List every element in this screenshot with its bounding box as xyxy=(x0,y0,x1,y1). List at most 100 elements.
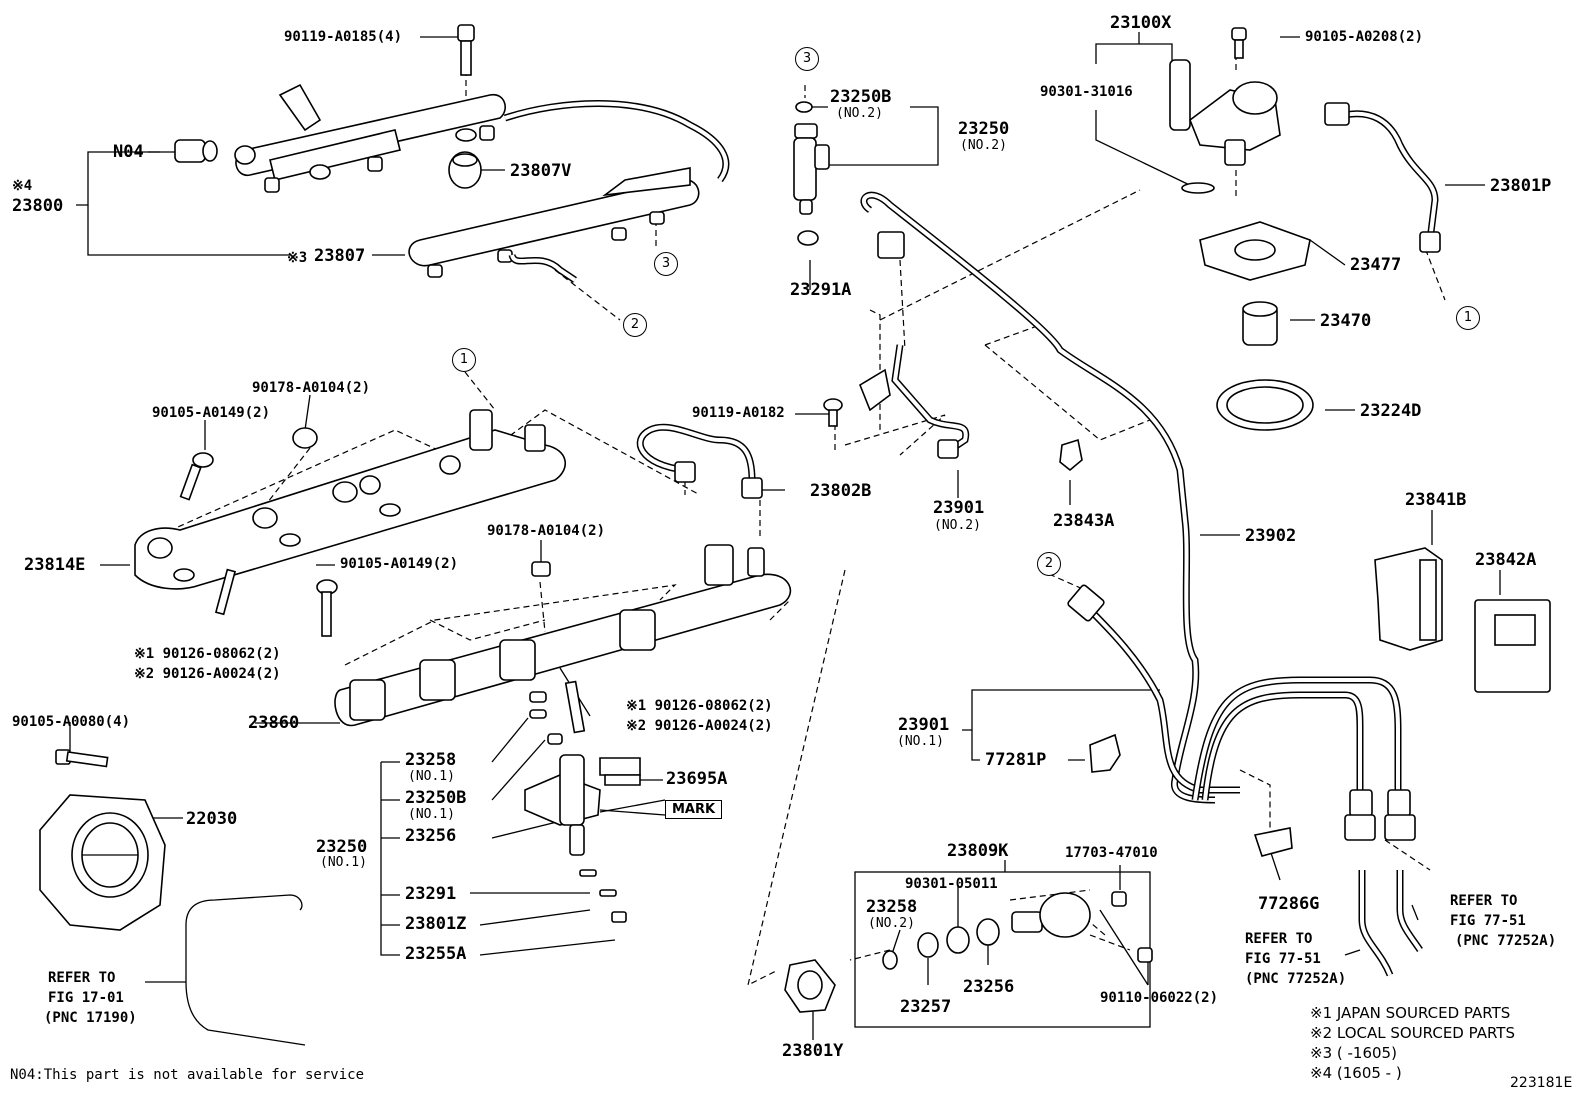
label-90105-A0208: 90105-A0208(2) xyxy=(1305,29,1424,45)
note-local-sourced: ※2 LOCAL SOURCED PARTS xyxy=(1310,1024,1515,1042)
callout-1-right: 1 xyxy=(1456,306,1480,330)
bracket-23841B xyxy=(1374,547,1443,651)
label-23902: 23902 xyxy=(1245,526,1297,546)
label-23256-a: 23256 xyxy=(405,826,457,846)
label-23800: 23800 xyxy=(12,196,64,216)
label-23802B: 23802B xyxy=(810,481,872,501)
label-refer-77a: REFER TO xyxy=(1245,931,1313,947)
label-90105-A0149-a: 90105-A0149(2) xyxy=(152,405,271,421)
label-23801Y: 23801Y xyxy=(782,1041,844,1061)
label-90110-06022: 90110-06022(2) xyxy=(1100,990,1219,1006)
label-23250B-no1: 23250B xyxy=(405,788,467,808)
callout-3-top: 3 xyxy=(795,47,819,71)
label-23901-no2: 23901 xyxy=(933,498,985,518)
label-90105-A0149-b: 90105-A0149(2) xyxy=(340,556,459,572)
label-90301-31016: 90301-31016 xyxy=(1040,84,1133,100)
label-23250B-no2: 23250B xyxy=(830,87,892,107)
note-mark-4: ※4 (1605 - ) xyxy=(1310,1064,1402,1082)
label-23801Z: 23801Z xyxy=(405,914,467,934)
label-23470: 23470 xyxy=(1320,311,1372,331)
label-23250-no2-sub: (NO.2) xyxy=(960,138,1007,153)
label-23258-no1: 23258 xyxy=(405,750,457,770)
label-23100X: 23100X xyxy=(1110,13,1172,33)
bolt-90119-A0182 xyxy=(823,398,843,427)
label-23257: 23257 xyxy=(900,997,952,1017)
gasket-23477 xyxy=(1199,221,1311,281)
label-23841B: 23841B xyxy=(1405,490,1467,510)
bolt-90105-A0149-b xyxy=(316,579,338,637)
label-23807V: 23807V xyxy=(510,161,572,181)
clamp-23843A xyxy=(1059,438,1083,472)
label-23842A: 23842A xyxy=(1475,550,1537,570)
note-mark-3: ※3 ( -1605) xyxy=(1310,1044,1397,1062)
label-23255A: 23255A xyxy=(405,944,467,964)
label-23291A: 23291A xyxy=(790,280,852,300)
fuel-rail-23814E xyxy=(134,409,566,590)
label-23695A: 23695A xyxy=(666,769,728,789)
label-90105-A0080: 90105-A0080(4) xyxy=(12,714,131,730)
callout-1-rail: 1 xyxy=(452,348,476,372)
label-90119-A0185: 90119-A0185(4) xyxy=(284,29,403,45)
leader-lines xyxy=(69,32,1501,1046)
ecu-23842A xyxy=(1474,599,1551,693)
label-23901-no2-sub: (NO.2) xyxy=(934,518,981,533)
label-23250B-no1-sub: (NO.1) xyxy=(408,807,455,822)
label-pnc-77a: (PNC 77252A) xyxy=(1245,971,1347,987)
label-fig-77a: FIG 77-51 xyxy=(1245,951,1321,967)
label-22030: 22030 xyxy=(186,809,238,829)
label-23809K: 23809K xyxy=(947,841,1009,861)
label-23224D: 23224D xyxy=(1360,401,1422,421)
label-23901-no1-sub: (NO.1) xyxy=(897,734,944,749)
label-pnc-77b: (PNC 77252A) xyxy=(1455,933,1557,949)
kit-23809K-parts xyxy=(784,891,1153,1013)
callout-3-rail: 3 xyxy=(654,252,678,276)
label-N04: N04 xyxy=(113,142,144,162)
bolt-90105-A0149-a xyxy=(179,452,214,501)
label-23291: 23291 xyxy=(405,884,457,904)
label-90178-A0104-a: 90178-A0104(2) xyxy=(252,380,371,396)
label-refer-77b: REFER TO xyxy=(1450,893,1518,909)
label-23258-no1-sub: (NO.1) xyxy=(408,769,455,784)
seal-23224D xyxy=(1216,379,1314,431)
label-77286G: 77286G xyxy=(1258,894,1320,914)
stud-90126-a xyxy=(214,568,237,616)
label-fig-77b: FIG 77-51 xyxy=(1450,913,1526,929)
clamp-77286G xyxy=(1253,827,1293,857)
label-23258-no2-sub: (NO.2) xyxy=(868,916,915,931)
label-90301-05011: 90301-05011 xyxy=(905,876,998,892)
pipe-23801P xyxy=(1324,102,1441,253)
label-23258-no2: 23258 xyxy=(866,897,918,917)
clip-23695A xyxy=(599,757,641,786)
nut-90178-A0104-a xyxy=(292,427,318,449)
pipe-23802B xyxy=(636,423,763,499)
label-23807-mark: ※3 xyxy=(287,250,308,266)
lifter-23470 xyxy=(1242,301,1278,346)
label-90178-A0104-b: 90178-A0104(2) xyxy=(487,523,606,539)
label-23250-no1-sub: (NO.1) xyxy=(320,855,367,870)
label-23807: 23807 xyxy=(314,246,366,266)
label-23801P: 23801P xyxy=(1490,176,1552,196)
label-90119-A0182: 90119-A0182 xyxy=(692,405,785,421)
fuel-rail-23860 xyxy=(334,544,792,727)
label-23250B-no2-sub: (NO.2) xyxy=(836,106,883,121)
pressure-pipe-23902 xyxy=(860,191,1423,977)
label-23250-no1: 23250 xyxy=(316,837,368,857)
label-fig-17-01: FIG 17-01 xyxy=(48,990,124,1006)
callout-2-rail: 2 xyxy=(623,313,647,337)
label-90126-08062-b: ※1 90126-08062(2) xyxy=(626,698,773,714)
bolt-90119-A0185 xyxy=(457,24,475,76)
footer-note: N04:This part is not available for servi… xyxy=(10,1067,365,1083)
label-90126-08062-a: ※1 90126-08062(2) xyxy=(134,646,281,662)
throttle-body-22030 xyxy=(39,749,166,931)
label-90126-A0024-b: ※2 90126-A0024(2) xyxy=(626,718,773,734)
label-23814E: 23814E xyxy=(24,555,86,575)
fuel-pump-23100X xyxy=(1169,27,1281,194)
label-pnc-17190: (PNC 17190) xyxy=(44,1010,137,1026)
injector-23250-no1 xyxy=(524,691,627,923)
label-23800-mark: ※4 xyxy=(12,178,33,194)
clamp-77281P xyxy=(1089,733,1121,773)
injector-23250-no2 xyxy=(793,101,830,246)
label-23256-b: 23256 xyxy=(963,977,1015,997)
delivery-pipe-23807 xyxy=(234,83,730,283)
